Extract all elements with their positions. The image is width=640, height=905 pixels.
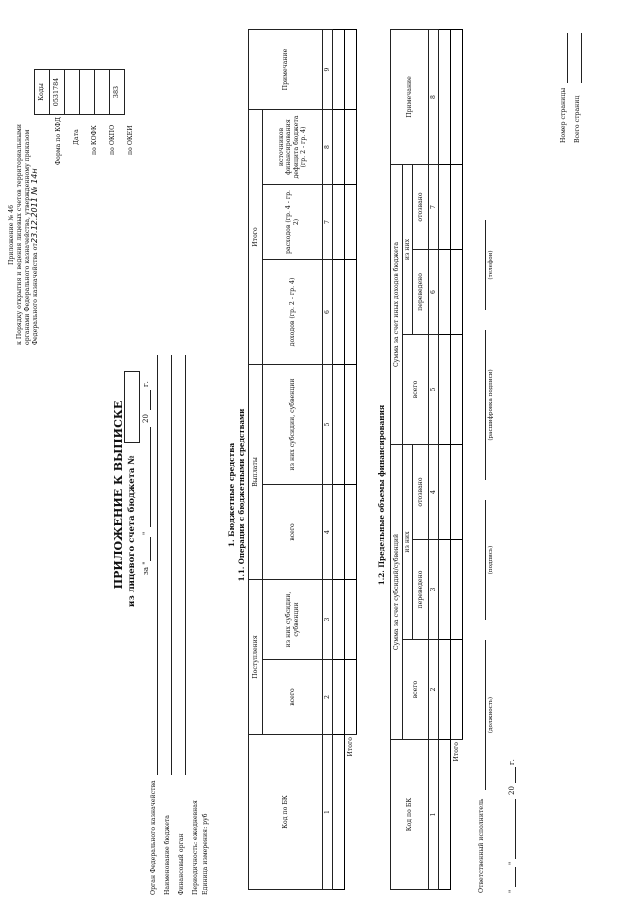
t2-h-sum-subs: Сумма за счет субсидий/субвенций [390,444,403,740]
t2-num-1: 1 [428,739,439,890]
t1-num-3: 3 [322,579,333,660]
t2-h-subs-ofthem: из них [402,444,413,640]
t1-h-note: Примечание [248,29,323,110]
t1-h-income: доходов (гр. 2 - гр. 4) [262,259,323,365]
section2-title: 1.2. Предельные объемы финансирования [377,404,386,586]
t1-itogo: Итого [344,734,357,890]
appendix-number: Приложение № 46 [8,204,15,265]
t1-num-4: 4 [322,484,333,580]
footer-date-close: " [508,861,516,865]
t2-h-other-transferred: переведено [412,249,429,335]
t2-num-4: 4 [428,444,439,540]
t1-num-5: 5 [322,364,333,485]
t1-num-9: 9 [322,29,333,110]
footer-date-g: г. [508,759,516,765]
t1-h-receipts-all: всего [262,659,323,735]
t2-itogo: Итого [450,739,463,890]
section1-subtitle: 1.1. Операции с бюджетными средствами [237,408,246,582]
pages-total-label: Всего страниц [574,95,581,143]
t2-h-subs-transferred: переведено [412,539,429,640]
t2-h-subs-recalled: отозвано [412,444,429,540]
code-label-1: Дата [73,129,80,145]
order-line-3: Федерального казначейства от [32,243,39,345]
section1-title: 1. Бюджетные средства [227,442,236,548]
code-label-0: Форма по КФД [55,116,62,165]
t1-h-total: Итого [248,109,263,365]
limits-table: Код по БК Сумма за счет субсидий/субвенц… [390,29,463,890]
code-value-2 [79,69,95,115]
t1-num-6: 6 [322,259,333,365]
code-value-3 [94,69,110,115]
t1-h-expenses: расходов (гр. 4 - гр. 2) [262,184,323,260]
org-label-0: Орган Федерального казначейства [150,780,157,895]
code-value-0: 0531784 [49,69,65,115]
t1-num-8: 8 [322,109,333,185]
code-label-4: по ОКЕИ [127,125,134,155]
t2-h-other-recalled: отозвано [412,164,429,250]
t1-num-7: 7 [322,184,333,260]
t1-h-receipts-subs: из них субсидии, субвенции [262,579,323,660]
t2-num-8: 8 [428,29,439,165]
signature-caption: (подпись) [488,545,494,575]
org-label-3: Периодичность: ежедневная [192,800,199,895]
t2-num-3: 3 [428,539,439,640]
t2-h-subs-all: всего [402,639,429,740]
t1-h-payments-subs: из них субсидии, субвенции [262,364,323,485]
t2-num-2: 2 [428,639,439,740]
org-label-4: Единица измерения: руб [202,813,209,895]
form-subtitle: из лицевого счета бюджета № [127,455,137,607]
phone-caption: (телефон) [488,250,494,280]
footer-date-20: 20 [508,786,516,795]
code-value-4: 383 [109,69,125,115]
t1-h-code: Код по БК [248,734,323,890]
t2-h-other-all: всего [402,334,429,445]
t1-h-receipts: Поступления [248,579,263,735]
position-caption: (должность) [488,696,494,734]
t2-h-sum-other: Сумма за счет иных доходов бюджета [390,164,403,445]
codes-box: Коды 0531784 383 [34,69,125,115]
t2-num-5: 5 [428,334,439,445]
order-date-handwritten: 23.12.2011 № 14н [30,168,39,243]
t2-num-7: 7 [428,164,439,250]
t1-h-sources: источников финансирования дефицита бюдже… [262,109,323,185]
date-quote: " [142,531,150,535]
account-number-box [124,371,140,443]
responsible-executor: Ответственный исполнитель [478,798,485,893]
org-label-1: Наименование бюджета [164,815,171,895]
t1-h-payments-all: всего [262,484,323,580]
footer-date-open: " [508,889,516,893]
page-number-label: Номер страницы [560,87,567,143]
t2-h-other-ofthem: из них [402,164,413,335]
date-g: г. [142,381,150,387]
t1-data-row [332,734,345,890]
t2-h-note: Примечание [390,29,429,165]
t2-h-code: Код по БК [390,739,429,890]
t1-h-payments: Выплаты [248,364,263,580]
date-za: за " [142,561,150,575]
order-line-1: к Порядку открытия и ведения лицевых сче… [16,124,23,345]
t1-num-2: 2 [322,659,333,735]
operations-table: Код по БК Поступления Выплаты Итого Прим… [248,29,357,890]
date-20: 20 [142,414,150,423]
t1-num-1: 1 [322,734,333,890]
t2-num-6: 6 [428,249,439,335]
code-label-3: по ОКПО [109,124,116,155]
org-label-2: Финансовый орган [178,833,185,895]
code-value-1 [64,69,80,115]
t2-data-row [438,739,451,890]
decoding-caption: (расшифровка подписи) [488,369,494,441]
codes-title: Коды [34,69,50,115]
code-label-2: по КОФК [91,125,98,155]
